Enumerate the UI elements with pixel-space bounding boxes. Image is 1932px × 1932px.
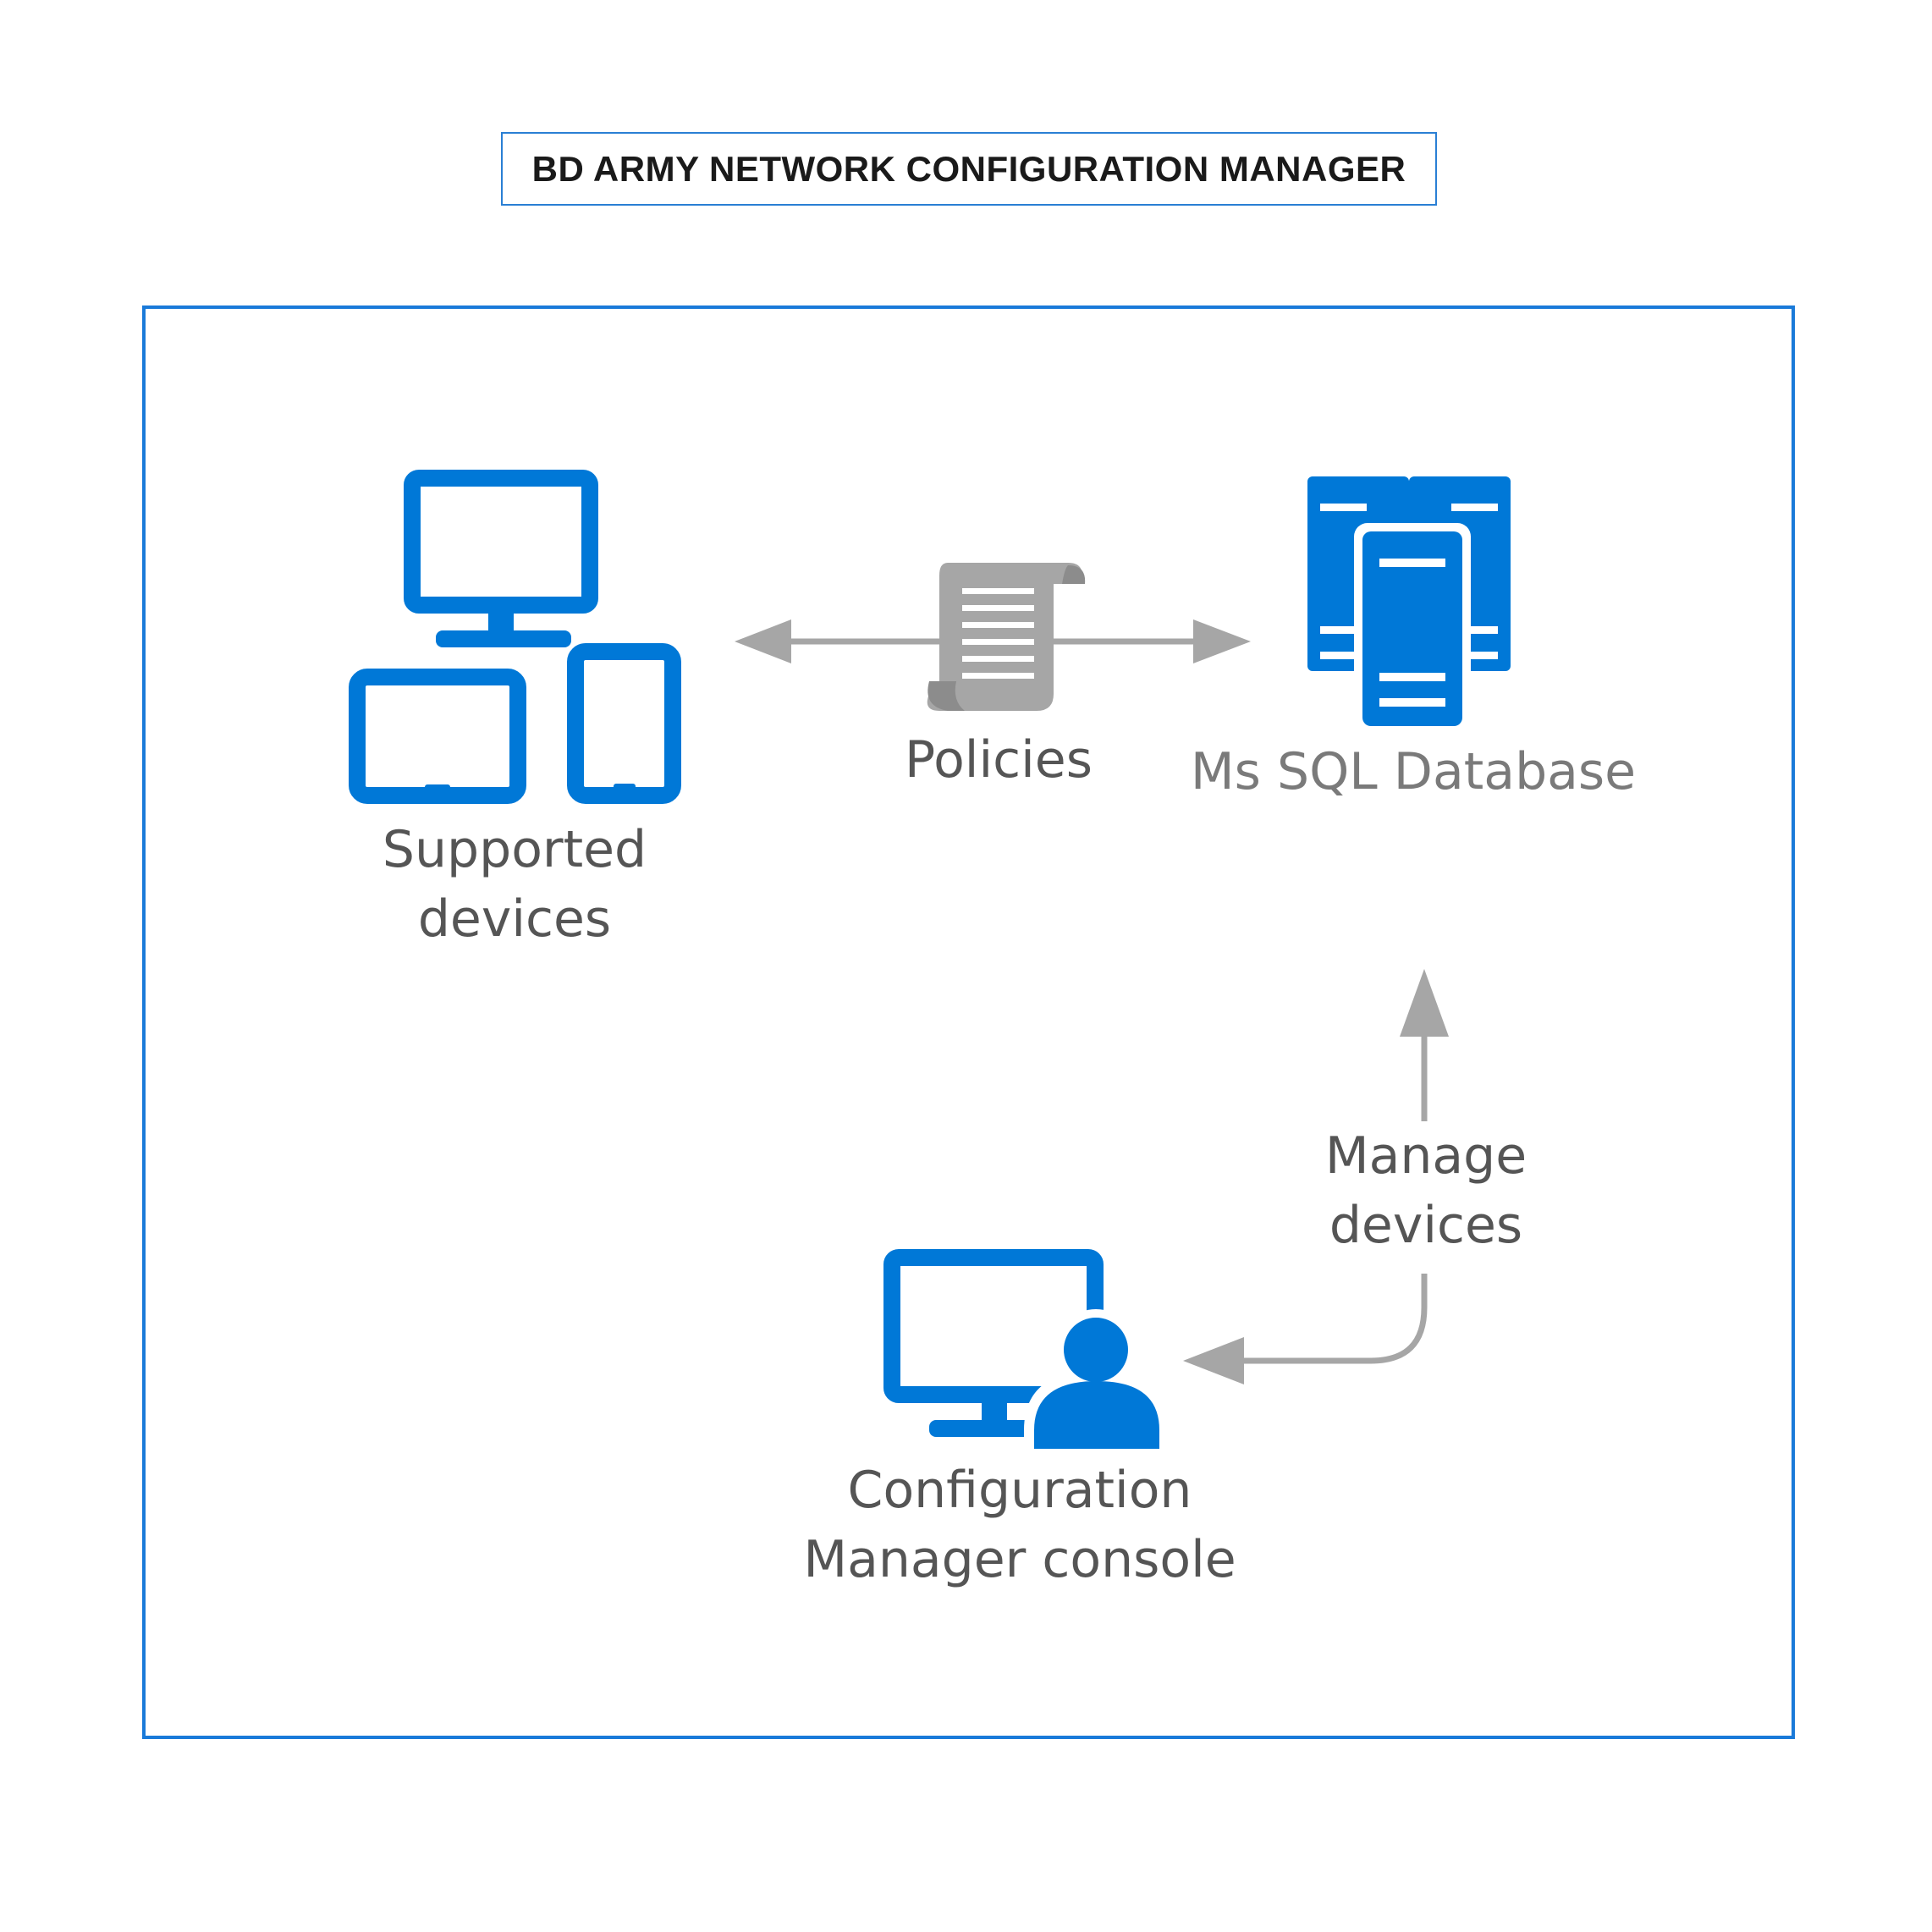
console-line2: Manager console xyxy=(803,1530,1236,1589)
policies-label: Policies xyxy=(905,730,1093,790)
database-label: Ms SQL Database xyxy=(1190,742,1637,801)
admin-computer-icon xyxy=(883,1249,1172,1451)
diagram-frame xyxy=(142,305,1795,1739)
manage-devices-line2: devices xyxy=(1329,1196,1523,1255)
server-stack-icon xyxy=(1307,476,1511,726)
policy-scroll-icon xyxy=(927,563,1086,711)
manage-devices-label: Manage devices xyxy=(1269,1121,1582,1260)
supported-devices-label: Supported devices xyxy=(345,815,684,954)
manage-arrow xyxy=(1183,969,1449,1384)
console-line1: Configuration xyxy=(847,1461,1192,1520)
manage-devices-line1: Manage xyxy=(1324,1126,1527,1186)
supported-devices-line2: devices xyxy=(417,889,612,949)
policies-arrow xyxy=(735,619,1251,663)
diagram-title: BD ARMY NETWORK CONFIGURATION MANAGER xyxy=(501,132,1437,206)
supported-devices-line1: Supported xyxy=(382,820,647,879)
devices-icon xyxy=(349,470,681,804)
console-label: Configuration Manager console xyxy=(779,1456,1261,1594)
